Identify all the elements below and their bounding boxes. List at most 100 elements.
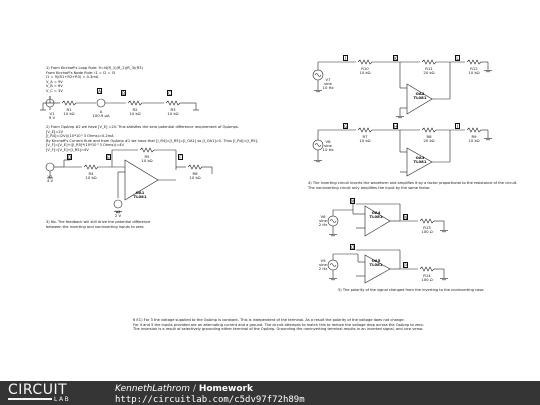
title-separator: / bbox=[192, 384, 196, 394]
node-tag-n[interactable]: N bbox=[403, 214, 408, 220]
note-opamp-4: By Kirchoff's Current Rule and from OpAm… bbox=[46, 138, 259, 143]
note-ec-1: 6 EC) For 3 the voltage supplied to the … bbox=[133, 318, 405, 322]
v8-label: V8 bbox=[325, 139, 331, 144]
r6-label: R6 bbox=[192, 171, 198, 176]
r10-symbol bbox=[357, 59, 373, 65]
ground-symbol bbox=[484, 70, 492, 71]
author-link[interactable]: KennethLathrom bbox=[115, 384, 191, 394]
r5-label: R5 bbox=[144, 154, 150, 159]
r11-value: 20 kΩ bbox=[423, 70, 435, 75]
v9-type: sine bbox=[319, 262, 327, 267]
oa2-symbol bbox=[406, 83, 433, 115]
r9-symbol bbox=[466, 127, 482, 133]
node-tag-f[interactable]: F bbox=[178, 154, 183, 160]
v7-type: sine bbox=[324, 81, 332, 86]
node-tag-o[interactable]: O bbox=[350, 244, 355, 250]
node-tag-h[interactable]: H bbox=[393, 123, 398, 129]
v2-source-symbol bbox=[45, 162, 55, 172]
note-opamp-2: [V_E]=2V bbox=[46, 129, 64, 134]
node-tag-g[interactable]: G bbox=[343, 123, 348, 129]
oa1-symbol bbox=[124, 159, 159, 201]
r6-value: 10 kΩ bbox=[189, 175, 201, 180]
ammeter-label: A bbox=[99, 109, 103, 114]
note-ec-2: For 4 and 5 the inputs provided are an a… bbox=[133, 322, 424, 327]
v2-value: 4 V bbox=[46, 178, 54, 183]
v9-label: V9 bbox=[320, 258, 326, 263]
node-tag-k[interactable]: K bbox=[393, 55, 398, 61]
r10-label: R10 bbox=[361, 66, 369, 71]
oa4-label: OA4 bbox=[371, 210, 381, 215]
node-tag-i[interactable]: I bbox=[455, 123, 460, 129]
oa4-symbol bbox=[364, 205, 391, 237]
v3-label: V3 bbox=[115, 209, 121, 214]
v6-label: V6 bbox=[320, 214, 326, 219]
ground-symbol bbox=[440, 230, 448, 231]
node-tag-m[interactable]: M bbox=[350, 198, 355, 204]
r3-value: 10 kΩ bbox=[167, 111, 179, 116]
r3-symbol bbox=[165, 100, 181, 106]
v7-freq: 10 Hz bbox=[322, 85, 334, 90]
v7-label: V7 bbox=[325, 77, 331, 82]
v1-label: V1 bbox=[49, 111, 55, 116]
note-inverter-2: The noninverting circuit only amplifies … bbox=[308, 185, 431, 190]
node-tag-j[interactable]: J bbox=[343, 55, 348, 61]
ground-symbol bbox=[314, 90, 322, 91]
r10-value: 10 kΩ bbox=[359, 70, 371, 75]
r2-label: R2 bbox=[132, 107, 138, 112]
r13-label: R13 bbox=[423, 225, 431, 230]
v1-value: 9 V bbox=[48, 115, 56, 120]
note-polarity: 5) The polarity of the signal changed fr… bbox=[338, 288, 485, 292]
r12-label: R12 bbox=[470, 66, 478, 71]
r7-value: 10 kΩ bbox=[359, 138, 371, 143]
ground-symbol bbox=[314, 160, 322, 161]
r1-value: 10 kΩ bbox=[63, 111, 75, 116]
v2-label: V2 bbox=[47, 174, 53, 179]
circuitlab-logo[interactable]: CIRCUIT LAB bbox=[8, 383, 80, 403]
r9-value: 10 kΩ bbox=[468, 138, 480, 143]
v6-freq: 2 Hz bbox=[318, 222, 328, 227]
oa3-label: OA3 bbox=[415, 155, 425, 160]
ground-symbol bbox=[484, 138, 492, 139]
note-opamp-3: [I_R4]=(2V)/(10*10^3 Ohms)=0.2mA bbox=[46, 134, 114, 138]
note-opamp-7: 3) No. The feedback will still drive the… bbox=[46, 220, 151, 224]
logo-bar bbox=[8, 398, 52, 400]
circuit-title[interactable]: Homework bbox=[198, 384, 253, 394]
oa5-label: OA5 bbox=[371, 258, 381, 263]
logo-main-text: CIRCUIT bbox=[8, 382, 68, 398]
note-inverter-1: 4) The inverting circuit inverts the wav… bbox=[308, 181, 518, 185]
node-tag-l[interactable]: L bbox=[455, 55, 460, 61]
circuit-title-line: KennethLathrom / Homework bbox=[115, 384, 253, 394]
r4-label: R4 bbox=[88, 171, 94, 176]
r7-symbol bbox=[357, 127, 373, 133]
node-tag-b[interactable]: B bbox=[121, 90, 126, 96]
schematic-canvas[interactable]: 1) From Kirchoff's Loop Rule: 9=I4(R_1)(… bbox=[0, 0, 540, 381]
r1-symbol bbox=[61, 100, 77, 106]
ammeter-value: 100.9 μA bbox=[92, 113, 110, 118]
footer-bar: CIRCUIT LAB bbox=[0, 381, 540, 405]
r8-symbol bbox=[421, 127, 437, 133]
v3-source-symbol bbox=[113, 199, 123, 209]
node-tag-e[interactable]: E bbox=[106, 154, 111, 160]
oa3-type: TL081 bbox=[413, 159, 427, 164]
r11-symbol bbox=[421, 59, 437, 65]
node-tag-d[interactable]: D bbox=[67, 154, 72, 160]
node-tag-a[interactable]: A bbox=[97, 88, 102, 94]
r3-label: R3 bbox=[170, 107, 176, 112]
oa3-symbol bbox=[406, 147, 433, 177]
r8-value: 20 kΩ bbox=[423, 138, 435, 143]
r2-value: 10 kΩ bbox=[129, 111, 141, 116]
node-tag-c[interactable]: C bbox=[167, 90, 172, 96]
oa1-label: OA1 bbox=[135, 190, 145, 195]
circuit-url[interactable]: http://circuitlab.com/c5dv97f72h89m bbox=[115, 395, 305, 405]
r1-label: R1 bbox=[66, 107, 72, 112]
node-tag-p[interactable]: P bbox=[403, 262, 408, 268]
note-opamp-5: [V_F]=[V_E]+([I_R5]*(10*10^3 Ohms))=4V bbox=[46, 143, 124, 147]
v3-value: 2 V bbox=[114, 213, 122, 218]
r4-value: 10 kΩ bbox=[85, 175, 97, 180]
v8-type: sine bbox=[324, 143, 332, 148]
ground-symbol bbox=[114, 211, 122, 212]
note-ec-3: The inversion is a result of selectively… bbox=[133, 327, 424, 331]
oa5-symbol bbox=[364, 254, 391, 284]
v8-freq: 10 Hz bbox=[322, 147, 334, 152]
oa4-type: TL081 bbox=[369, 214, 383, 219]
